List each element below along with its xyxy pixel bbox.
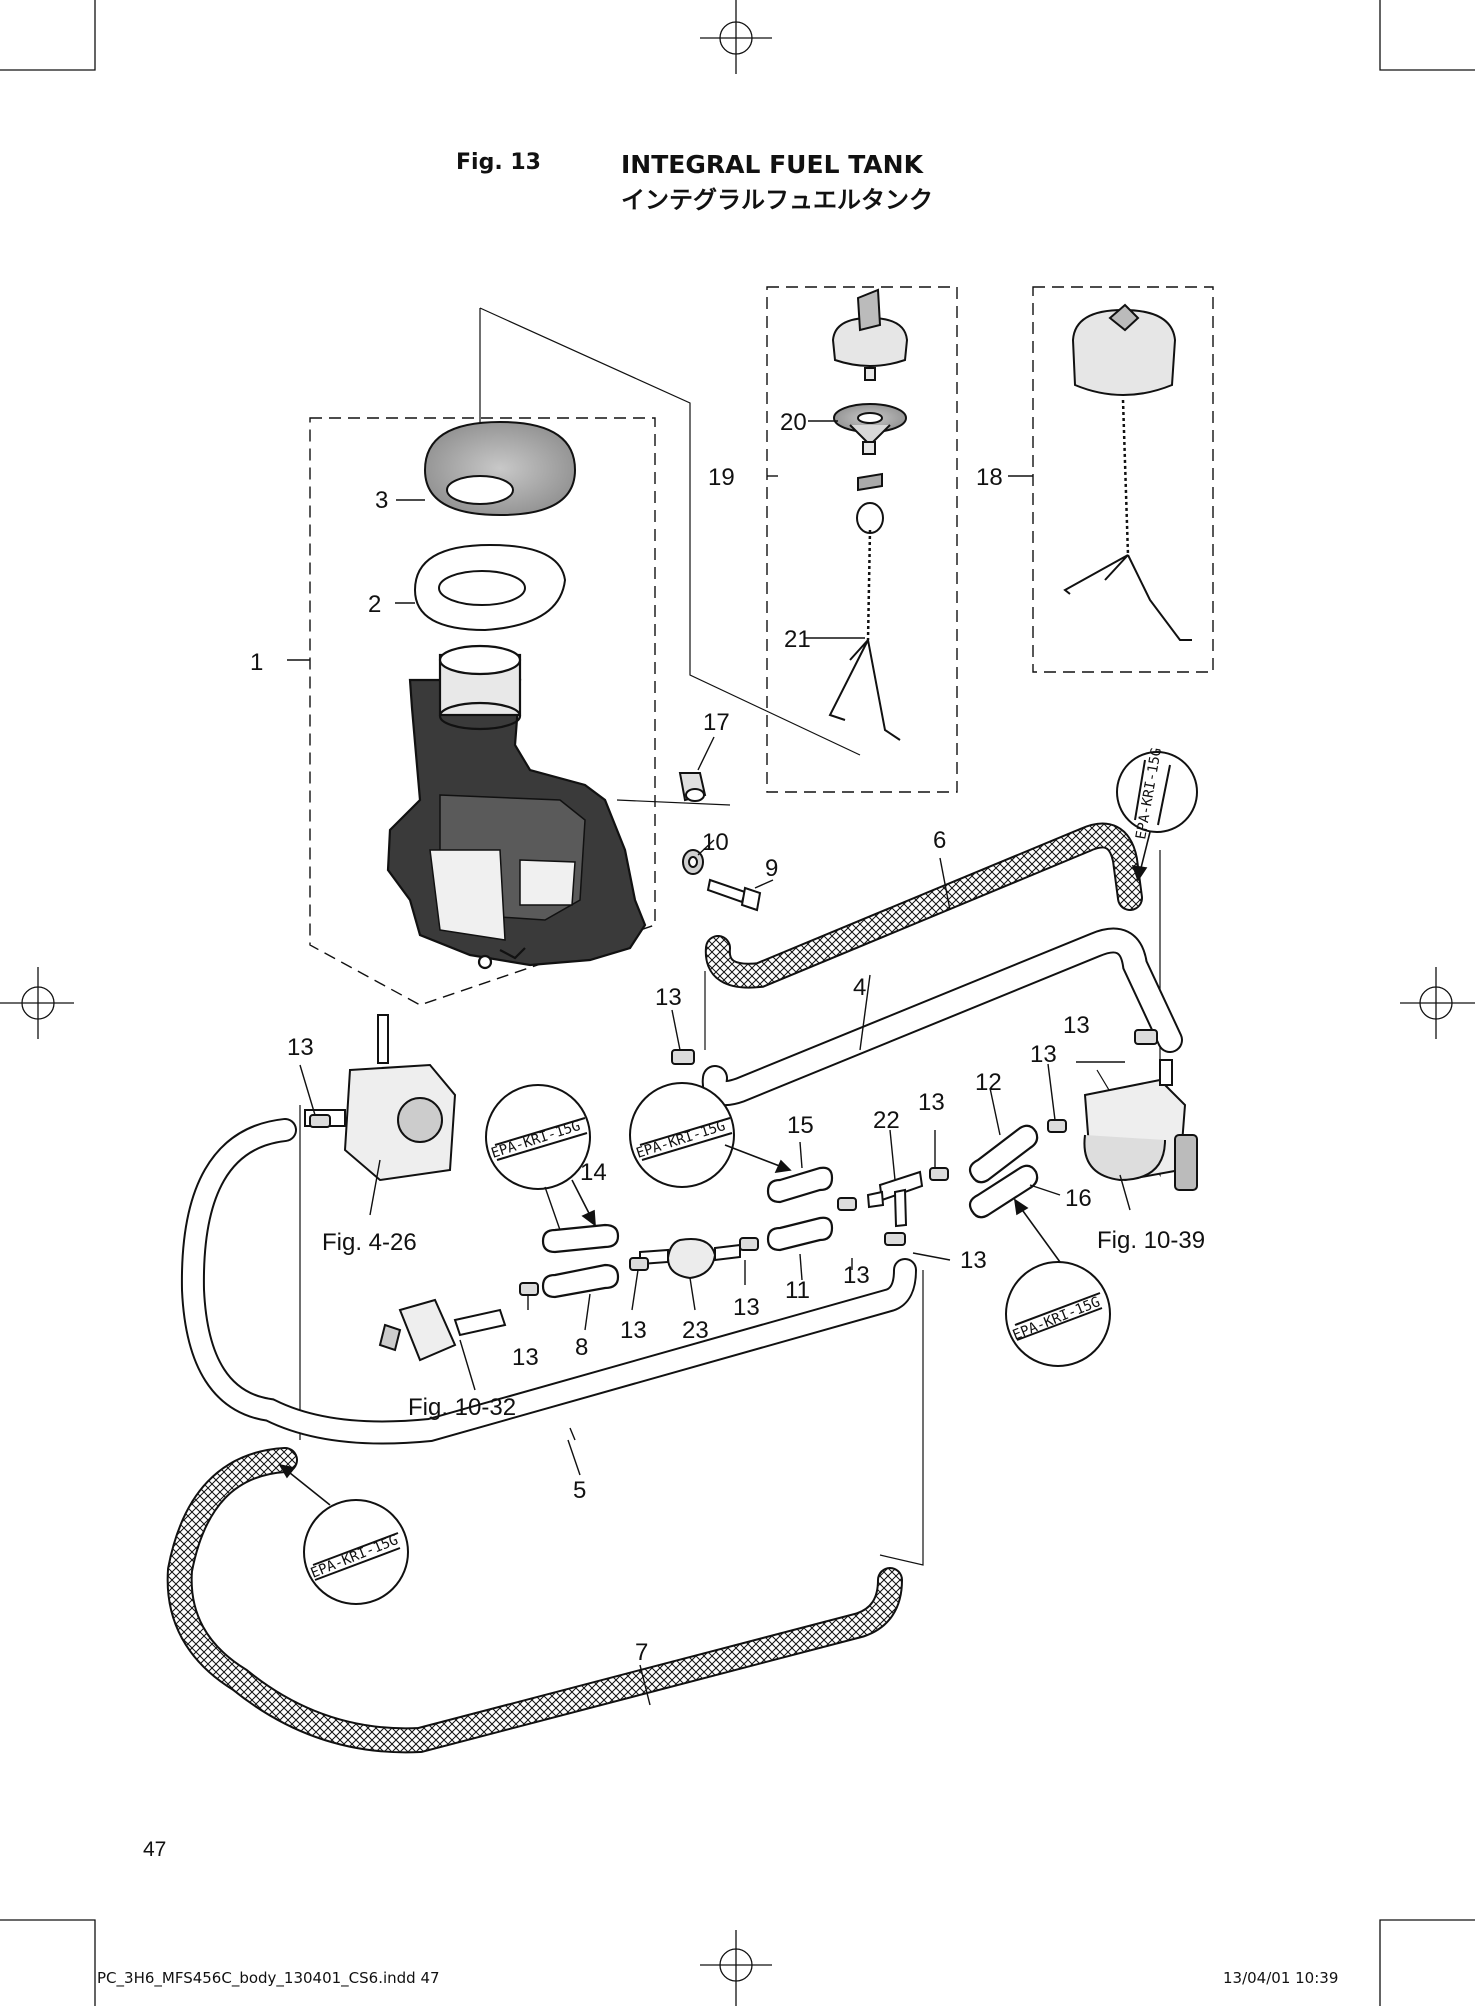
- leader-lines: [287, 420, 1131, 1706]
- callout-7: 7: [635, 1639, 648, 1666]
- page-number: 47: [143, 1838, 167, 1861]
- callout-13: 13: [512, 1344, 539, 1371]
- callout-13: 13: [620, 1317, 647, 1344]
- fuel-tank: [386, 644, 647, 970]
- callout-21: 21: [784, 626, 811, 653]
- callout-13: 13: [733, 1294, 760, 1321]
- figure-references: Fig. 4-26 Fig. 10-39 Fig. 10-32: [322, 1227, 1205, 1421]
- callout-14: 14: [580, 1159, 607, 1186]
- callout-16: 16: [1065, 1185, 1092, 1212]
- callout-17: 17: [703, 709, 730, 736]
- callout-9: 9: [765, 855, 778, 882]
- callout-4: 4: [853, 974, 866, 1001]
- fuel-hose-7: [166, 1447, 903, 1754]
- fuel-cap-small: [828, 288, 909, 741]
- vent-hose-6: [704, 822, 1143, 989]
- callout-13: 13: [960, 1247, 987, 1274]
- callout-2: 2: [368, 591, 381, 618]
- callout-12: 12: [975, 1069, 1002, 1096]
- callout-13: 13: [1063, 1012, 1090, 1039]
- fuel-filter-right: [1083, 1059, 1198, 1191]
- footer-timestamp: 13/04/01 10:39: [1223, 1969, 1339, 1987]
- stamp-arrows: [278, 831, 1151, 1506]
- hose-clamps: [309, 1029, 1158, 1296]
- callout-23: 23: [682, 1317, 709, 1344]
- tank-washer: [682, 849, 704, 875]
- callout-1: 1: [250, 649, 263, 676]
- reference-fig-4-26: Fig. 4-26: [322, 1229, 417, 1256]
- short-hoses: [541, 1124, 1039, 1299]
- callout-13: 13: [287, 1034, 314, 1061]
- part-callouts: 1 2 3 4 5 6 7 8 9 10 11 12 13 13 13 13 1…: [250, 409, 1092, 1666]
- reference-fig-10-32: Fig. 10-32: [408, 1394, 516, 1421]
- callout-13: 13: [843, 1262, 870, 1289]
- fuel-cap-large: [1063, 303, 1192, 641]
- callout-19: 19: [708, 464, 735, 491]
- hose-stamp-badges: [303, 751, 1198, 1605]
- primer-pump: [378, 1298, 507, 1362]
- callout-3: 3: [375, 487, 388, 514]
- callout-8: 8: [575, 1334, 588, 1361]
- fuel-pump-left: [304, 1014, 457, 1182]
- callout-10: 10: [702, 829, 729, 856]
- callout-15: 15: [787, 1112, 814, 1139]
- diagram-title-japanese: インテグラルフュエルタンク: [621, 186, 933, 214]
- callout-11: 11: [785, 1277, 810, 1304]
- t-joint: [866, 1170, 924, 1228]
- filler-neck-gasket: [413, 543, 567, 632]
- callout-13: 13: [918, 1089, 945, 1116]
- callout-22: 22: [873, 1107, 900, 1134]
- diagram-title-english: INTEGRAL FUEL TANK: [621, 150, 923, 179]
- callout-13: 13: [655, 984, 682, 1011]
- vent-hose-4: [701, 927, 1183, 1106]
- tank-bolt: [706, 878, 762, 912]
- figure-number: Fig. 13: [456, 150, 541, 175]
- callout-5: 5: [573, 1477, 586, 1504]
- fuel-hose-5: [180, 1118, 917, 1445]
- filler-neck-seal: [423, 420, 577, 517]
- inline-fuel-filter: [639, 1238, 741, 1280]
- reference-fig-10-39: Fig. 10-39: [1097, 1227, 1205, 1254]
- callout-13: 13: [1030, 1041, 1057, 1068]
- callout-6: 6: [933, 827, 946, 854]
- footer-file-name: PC_3H6_MFS456C_body_130401_CS6.indd 47: [97, 1969, 440, 1987]
- callout-18: 18: [976, 464, 1003, 491]
- tank-grommet: [678, 772, 707, 802]
- callout-20: 20: [780, 409, 807, 436]
